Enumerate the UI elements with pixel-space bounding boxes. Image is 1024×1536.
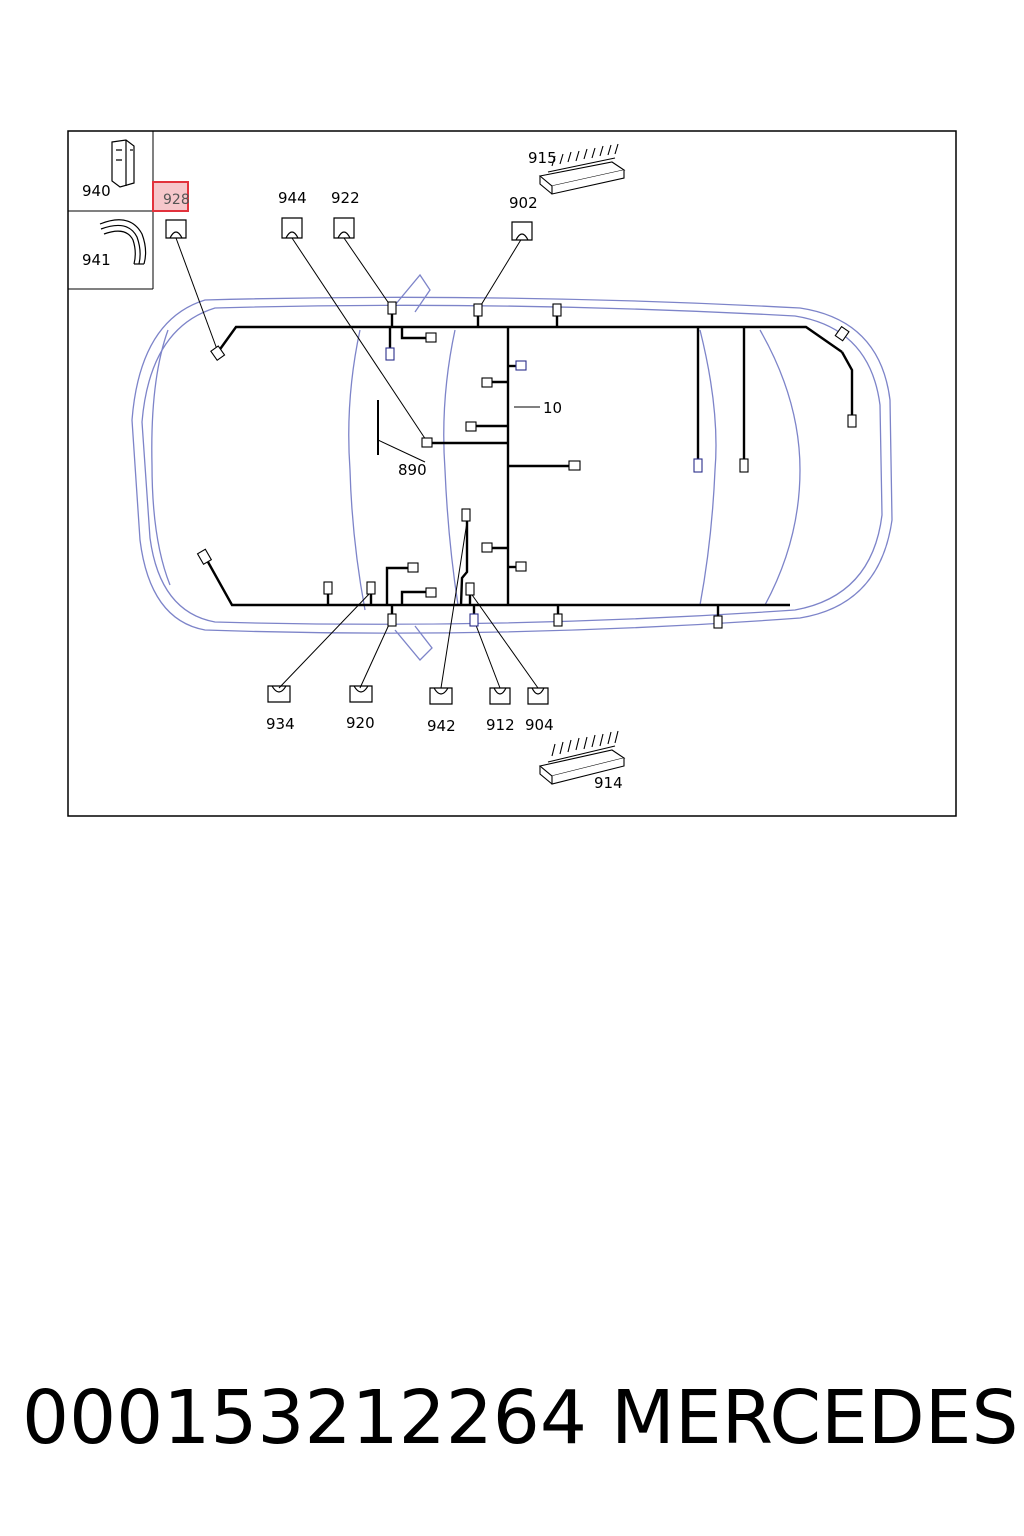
callout-890: 890 xyxy=(398,461,427,479)
connector-928-icon xyxy=(165,219,187,239)
leader-lines xyxy=(175,237,540,689)
connector-904-icon xyxy=(527,687,549,705)
connector-920-icon xyxy=(349,685,373,703)
connector-902-icon xyxy=(511,221,533,241)
connector-944-icon xyxy=(281,217,303,239)
callout-928-label: 928 xyxy=(163,192,190,208)
connector-922-icon xyxy=(333,217,355,239)
brand-name: MERCEDES xyxy=(611,1375,1019,1461)
inset-label-940: 940 xyxy=(82,182,111,200)
wiring-diagram: 940 941 928 xyxy=(67,130,957,817)
callout-912: 912 xyxy=(486,716,515,734)
callout-942: 942 xyxy=(427,717,456,735)
callout-944: 944 xyxy=(278,189,307,207)
callout-904: 904 xyxy=(525,716,554,734)
callout-920: 920 xyxy=(346,714,375,732)
diagram-border xyxy=(67,130,957,817)
inset-label-941: 941 xyxy=(82,251,111,269)
connector-housings xyxy=(165,217,549,705)
connector-clips xyxy=(196,301,857,629)
wiring-harness xyxy=(206,308,854,618)
highlight-928[interactable]: 928 xyxy=(152,181,190,212)
part-number: 000153212264 xyxy=(22,1375,587,1461)
connector-912-icon xyxy=(489,687,511,705)
clip-940-icon xyxy=(111,139,135,188)
callout-922: 922 xyxy=(331,189,360,207)
callout-914: 914 xyxy=(594,774,623,792)
inset-panel: 940 941 xyxy=(68,131,154,290)
terminal-block-914-icon xyxy=(538,730,626,785)
callout-934: 934 xyxy=(266,715,295,733)
connector-942-icon xyxy=(429,687,453,705)
callout-915: 915 xyxy=(528,149,557,167)
callout-10: 10 xyxy=(543,399,562,417)
callout-labels: 915 944 922 902 10 890 934 920 942 912 9… xyxy=(266,149,623,792)
connector-934-icon xyxy=(267,685,291,703)
strip-941-icon xyxy=(99,219,147,265)
terminal-block-915-icon xyxy=(538,143,626,195)
footer: 000153212264 MERCEDES xyxy=(18,1368,1018,1478)
callout-902: 902 xyxy=(509,194,538,212)
car-outline xyxy=(131,273,893,661)
